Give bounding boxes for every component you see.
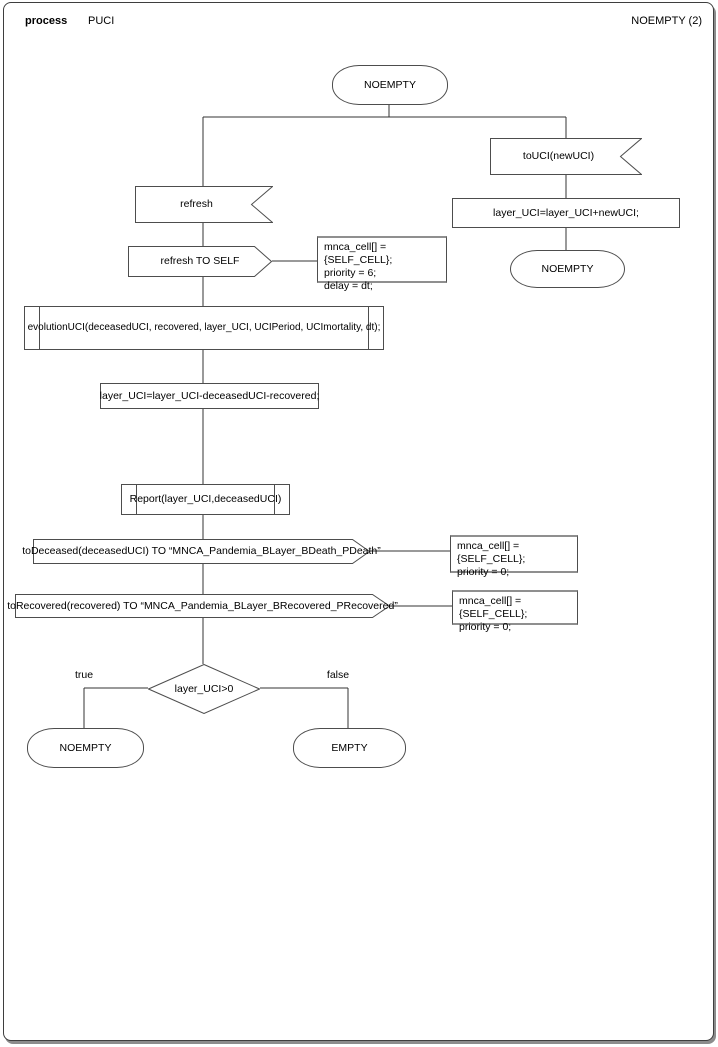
output-to-recovered-label: toRecovered(recovered) TO “MNCA_Pandemia… [7, 599, 398, 612]
input-refresh-label: refresh [180, 198, 213, 211]
state-empty[interactable]: EMPTY [293, 728, 406, 768]
call-report[interactable]: Report(layer_UCI,deceasedUCI) [121, 484, 290, 515]
state-start-label: NOEMPTY [364, 78, 416, 91]
header-process-kind: process [25, 15, 68, 27]
state-noempty-label: NOEMPTY [59, 741, 112, 754]
state-noempty[interactable]: NOEMPTY [27, 728, 144, 768]
call-evolution-uci[interactable]: evolutionUCI(deceasedUCI, recovered, lay… [24, 306, 384, 350]
decision-layer-uci-label: layer_UCI>0 [174, 682, 234, 695]
task-update-layer-uci[interactable]: layer_UCI=layer_UCI-deceasedUCI-recovere… [100, 383, 319, 409]
input-to-uci-label: toUCI(newUCI) [522, 150, 595, 163]
comment-recovered-params[interactable]: mnca_cell[] = {SELF_CELL}; priority = 0; [452, 590, 578, 633]
input-to-uci[interactable]: toUCI(newUCI) [490, 138, 642, 175]
call-report-label: Report(layer_UCI,deceasedUCI) [129, 493, 282, 506]
comment-deceased-params[interactable]: mnca_cell[] = {SELF_CELL}; priority = 0; [450, 535, 578, 578]
header-process-name: PUCI [88, 15, 115, 27]
state-start[interactable]: NOEMPTY [332, 65, 448, 105]
state-noempty-right-label: NOEMPTY [541, 262, 594, 275]
header-page-title: NOEMPTY (2) [631, 15, 702, 27]
input-refresh[interactable]: refresh [135, 186, 273, 223]
call-evolution-uci-label: evolutionUCI(deceasedUCI, recovered, lay… [27, 322, 381, 334]
state-empty-label: EMPTY [331, 741, 368, 754]
comment-refresh-params[interactable]: mnca_cell[] = {SELF_CELL}; priority = 6;… [317, 236, 447, 292]
task-add-new-uci-label: layer_UCI=layer_UCI+newUCI; [493, 206, 639, 219]
task-update-layer-uci-label: layer_UCI=layer_UCI-deceasedUCI-recovere… [99, 389, 320, 402]
branch-label-false: false [326, 669, 350, 681]
output-to-deceased[interactable]: toDeceased(deceasedUCI) TO “MNCA_Pandemi… [22, 539, 381, 564]
branch-label-true: true [74, 669, 94, 681]
output-to-recovered[interactable]: toRecovered(recovered) TO “MNCA_Pandemia… [7, 594, 398, 618]
page-border [3, 2, 714, 1041]
output-refresh-to-self-label: refresh TO SELF [160, 255, 240, 268]
output-refresh-to-self[interactable]: refresh TO SELF [128, 246, 272, 277]
task-add-new-uci[interactable]: layer_UCI=layer_UCI+newUCI; [452, 198, 680, 228]
state-noempty-right[interactable]: NOEMPTY [510, 250, 625, 288]
decision-layer-uci[interactable]: layer_UCI>0 [148, 664, 260, 714]
output-to-deceased-label: toDeceased(deceasedUCI) TO “MNCA_Pandemi… [22, 545, 381, 558]
